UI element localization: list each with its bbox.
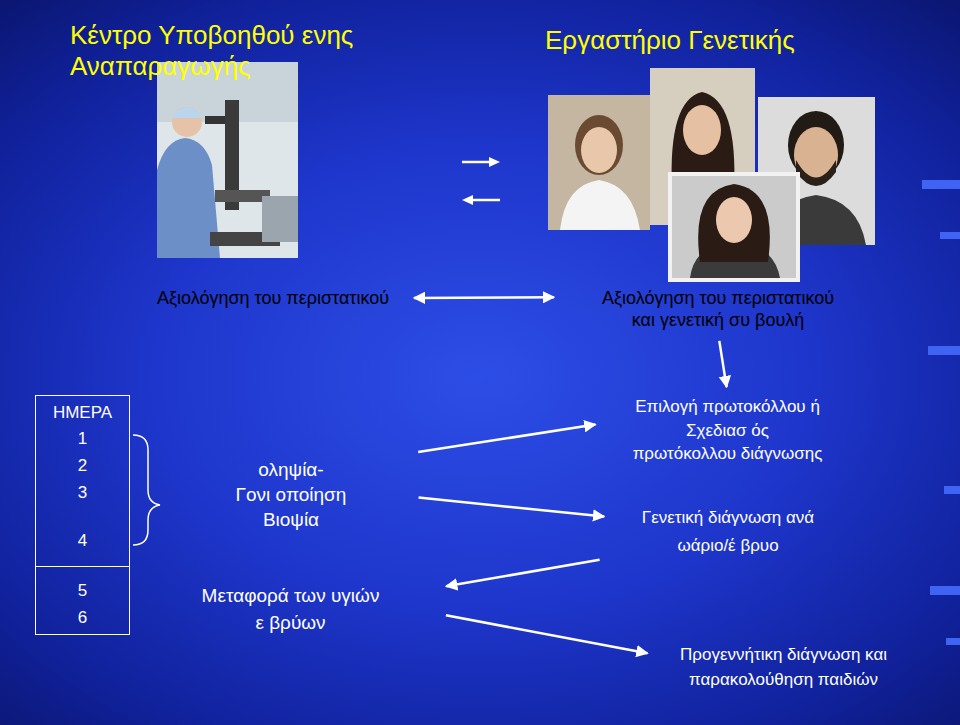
flow-arrow bbox=[446, 615, 648, 653]
day-number: 5 bbox=[36, 581, 129, 601]
flow-arrow bbox=[446, 560, 599, 587]
team-photo-1 bbox=[548, 95, 650, 230]
step-text-group: Αξιολόγηση του περιστατικού και γενετική… bbox=[599, 285, 837, 333]
day-number: 6 bbox=[36, 608, 129, 628]
flow-arrow bbox=[414, 296, 554, 299]
step-text: οληψία- bbox=[235, 457, 347, 482]
face bbox=[683, 105, 721, 155]
text-line: Μεταφορά των υγιών bbox=[201, 582, 380, 609]
face bbox=[581, 127, 617, 173]
arrow-head bbox=[462, 195, 473, 205]
step-text-group: Επιλογή πρωτοκόλλου ή Σχεδιασ ός πρωτόκο… bbox=[630, 393, 825, 468]
text-line: ωάριο/έ βρυο bbox=[641, 532, 815, 560]
face bbox=[172, 107, 202, 137]
decor-bar bbox=[944, 486, 960, 494]
step-text: Προγεννήτικη διάγνωση και παρακολούθηση … bbox=[679, 642, 888, 692]
decor-bar bbox=[946, 638, 960, 645]
text-line: Επιλογή πρωτοκόλλου ή bbox=[632, 395, 823, 419]
arrow-head bbox=[489, 157, 500, 167]
step-text: Γονι οποίηση bbox=[235, 482, 347, 507]
step-text-group: Αξιολόγηση του περιστατικού bbox=[154, 285, 392, 311]
step-text: Αξιολόγηση του περιστατικού και γενετική… bbox=[601, 287, 835, 331]
day-bracket bbox=[133, 435, 160, 545]
text-line: παρακολούθηση παιδιών bbox=[679, 667, 888, 692]
photo-arrows bbox=[462, 157, 500, 205]
team-photo-4 bbox=[668, 172, 800, 282]
section-heading: Κέντρο Υποβοηθού ενης Αναπαραγωγής bbox=[70, 20, 353, 82]
eyepiece bbox=[205, 116, 225, 124]
day-number: ΗΜΕΡΑ bbox=[36, 403, 129, 423]
edge-decoration bbox=[922, 180, 960, 645]
text-line: και γενετική συ βουλή bbox=[601, 309, 835, 331]
hair bbox=[698, 184, 770, 262]
monitor bbox=[262, 196, 298, 242]
microscope-stage bbox=[215, 190, 270, 202]
decor-bar bbox=[940, 232, 960, 239]
text-line: ε βρύων bbox=[201, 609, 380, 636]
decor-bar bbox=[930, 586, 960, 595]
lab-photo bbox=[157, 62, 298, 258]
text-line: Σχεδιασ ός bbox=[632, 419, 823, 443]
day-separator bbox=[36, 566, 129, 567]
step-text: Αξιολόγηση του περιστατικού bbox=[156, 287, 390, 309]
day-number: 1 bbox=[36, 429, 129, 449]
step-text-group: οληψία-Γονι οποίησηΒιοψία bbox=[233, 455, 349, 534]
step-text-group: Μεταφορά των υγιών ε βρύων bbox=[199, 580, 382, 638]
step-text: Επιλογή πρωτοκόλλου ή Σχεδιασ ός πρωτόκο… bbox=[632, 395, 823, 466]
text-line: Αξιολόγηση του περιστατικού bbox=[601, 287, 835, 309]
flow-arrow bbox=[418, 425, 595, 453]
day-number: 3 bbox=[36, 483, 129, 503]
hair bbox=[575, 115, 623, 175]
step-text: Μεταφορά των υγιών ε βρύων bbox=[201, 582, 380, 636]
decor-bar bbox=[928, 346, 960, 355]
photo-ground bbox=[672, 176, 796, 278]
day-number: 4 bbox=[36, 531, 129, 551]
cap bbox=[171, 107, 203, 118]
step-text-group: Προγεννήτικη διάγνωση και παρακολούθηση … bbox=[677, 640, 890, 694]
flow-arrow bbox=[419, 498, 605, 517]
day-number: 2 bbox=[36, 456, 129, 476]
photo-frame bbox=[668, 172, 800, 282]
beard bbox=[796, 160, 836, 186]
step-text-group: Γενετική διάγνωση ανά ωάριο/έ βρυο bbox=[639, 502, 817, 562]
arrow-line bbox=[462, 161, 492, 164]
day-box: ΗΜΕΡΑ 1 2 3 4 5 6 bbox=[35, 395, 130, 635]
decor-bar bbox=[922, 180, 960, 189]
step-text: Γενετική διάγνωση ανά ωάριο/έ βρυο bbox=[641, 504, 815, 560]
text-line: Αναπαραγωγής bbox=[70, 51, 353, 82]
photo-ground bbox=[548, 95, 650, 230]
coat bbox=[560, 180, 640, 230]
section-heading: Εργαστήριο Γενετικής bbox=[545, 25, 795, 56]
flow-arrow bbox=[719, 341, 726, 387]
text-line: Προγεννήτικη διάγνωση και bbox=[679, 642, 888, 667]
arrow-line bbox=[470, 199, 500, 202]
face bbox=[716, 197, 752, 243]
text-line: πρωτόκολλου διάγνωσης bbox=[632, 442, 823, 466]
photo-ground bbox=[157, 62, 298, 258]
step-text: Βιοψία bbox=[235, 507, 347, 532]
text-line: Κέντρο Υποβοηθού ενης bbox=[70, 20, 353, 51]
text-line: Γενετική διάγνωση ανά bbox=[641, 504, 815, 532]
